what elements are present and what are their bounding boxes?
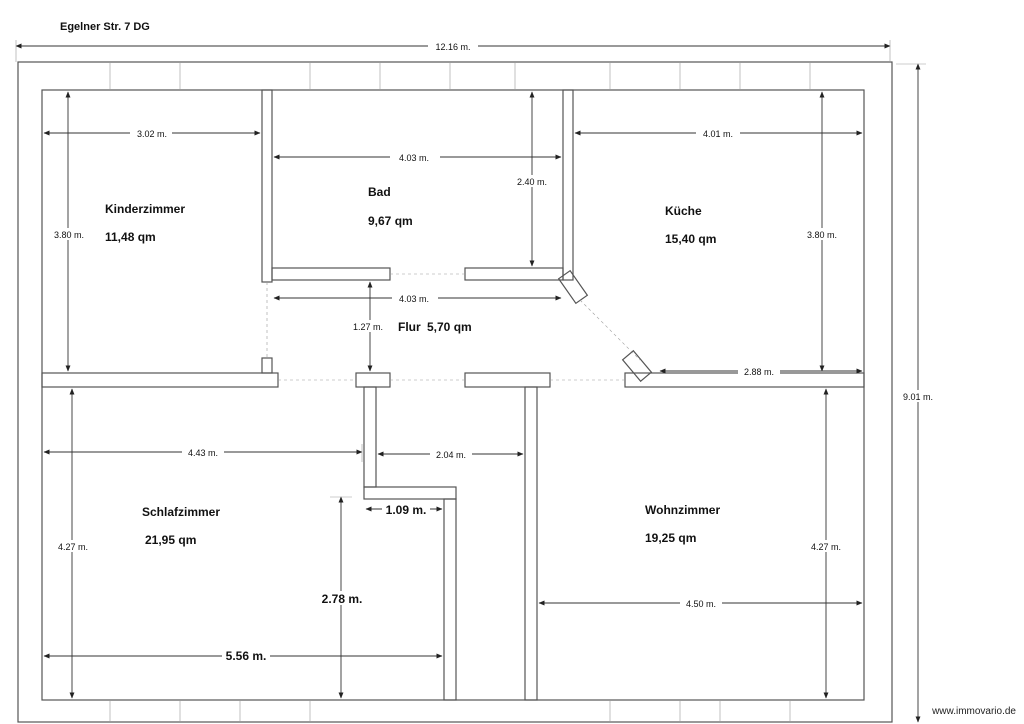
dim-schlaf-width: 5.56 m.: [226, 649, 267, 663]
dim-schlaf-height: 4.27 m.: [58, 542, 88, 552]
room-bad-area: 9,67 qm: [368, 214, 413, 228]
dim-kueche-wall: 2.88 m.: [744, 367, 774, 377]
dim-schlaf-upper-width: 4.43 m.: [188, 448, 218, 458]
room-wohnzimmer-area: 19,25 qm: [645, 531, 696, 545]
dim-corridor-width: 2.04 m.: [436, 450, 466, 460]
room-kinderzimmer-area: 11,48 qm: [105, 230, 156, 244]
dim-total-height: 9.01 m.: [903, 392, 933, 402]
dim-kinder-width: 3.02 m.: [137, 129, 167, 139]
outer-wall: [17, 61, 893, 723]
room-kueche-name: Küche: [665, 204, 702, 218]
door-openings: [266, 273, 641, 381]
window-marks: [109, 62, 811, 722]
dim-nook-width: 1.09 m.: [386, 503, 427, 517]
plan-title: Egelner Str. 7 DG: [60, 21, 150, 33]
dim-bad-top-width: 4.03 m.: [399, 153, 429, 163]
room-schlafzimmer-name: Schlafzimmer: [142, 505, 220, 519]
room-flur-name: Flur: [398, 320, 421, 334]
room-kinderzimmer-name: Kinderzimmer: [105, 202, 185, 216]
room-bad-name: Bad: [368, 185, 391, 199]
dim-kueche-height: 3.80 m.: [807, 230, 837, 240]
dim-kinder-height: 3.80 m.: [54, 230, 84, 240]
watermark: www.immovario.de: [931, 706, 1016, 717]
room-flur-area: 5,70 qm: [427, 320, 472, 334]
dim-nook-height: 2.78 m.: [322, 592, 363, 606]
dim-bad-height: 2.40 m.: [517, 177, 547, 187]
dim-total-width: 12.16 m.: [435, 42, 470, 52]
room-kueche-area: 15,40 qm: [665, 232, 716, 246]
room-schlafzimmer-area: 21,95 qm: [145, 533, 196, 547]
dim-wohn-width: 4.50 m.: [686, 599, 716, 609]
dim-kueche-width: 4.01 m.: [703, 129, 733, 139]
dim-wohn-height: 4.27 m.: [811, 542, 841, 552]
interior-walls: [41, 89, 865, 701]
dim-flur-height: 1.27 m.: [353, 322, 383, 332]
inner-wall: [41, 89, 865, 701]
room-wohnzimmer-name: Wohnzimmer: [645, 503, 720, 517]
dim-bad-bottom-width: 4.03 m.: [399, 294, 429, 304]
